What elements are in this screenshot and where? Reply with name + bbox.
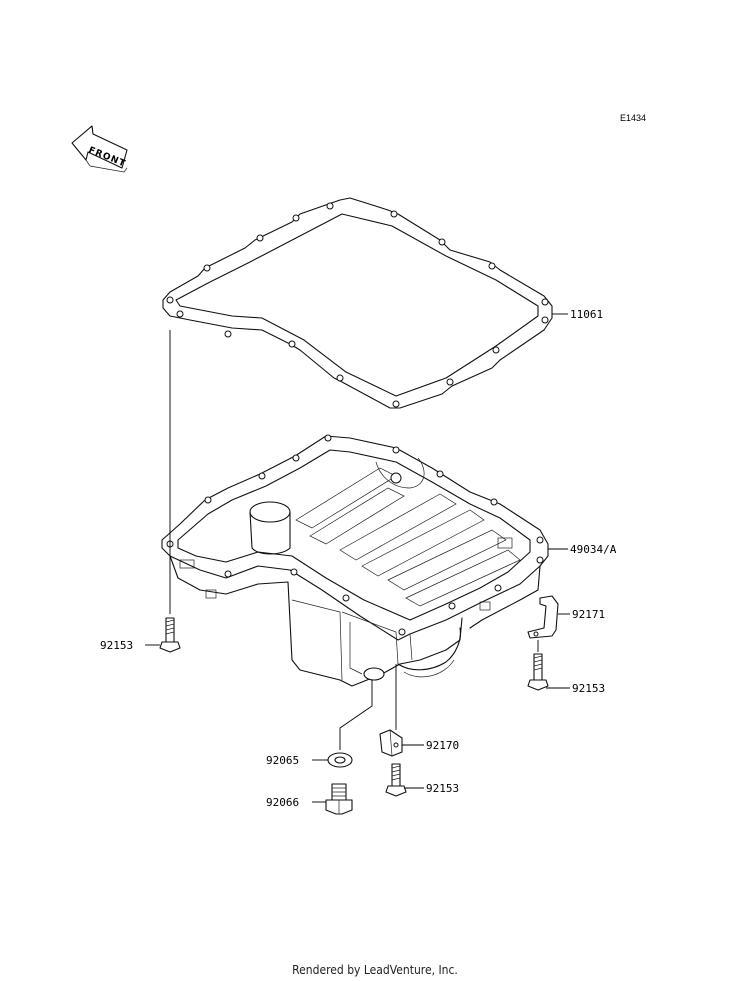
- diagram-code: E1434: [620, 113, 646, 123]
- bolt-right-drawing: [527, 653, 549, 691]
- part-number-92153-bottom[interactable]: 92153: [426, 782, 459, 795]
- part-number-92153-right[interactable]: 92153: [572, 682, 605, 695]
- part-number-92066[interactable]: 92066: [266, 796, 299, 809]
- part-number-49034a[interactable]: 49034/A: [570, 543, 617, 556]
- bracket-right-drawing: [527, 595, 559, 639]
- part-number-92065[interactable]: 92065: [266, 754, 299, 767]
- gasket-drawing: [162, 197, 553, 409]
- bolt-bottom-drawing: [385, 763, 407, 797]
- oil-pan-drawing: [161, 434, 549, 687]
- footer-credit: Rendered by LeadVenture, Inc.: [292, 963, 458, 977]
- part-number-11061[interactable]: 11061: [570, 308, 603, 321]
- drain-plug-drawing: [325, 783, 353, 815]
- washer-drawing: [327, 752, 353, 768]
- front-arrow-icon: FRONT: [71, 125, 128, 173]
- bolt-left-drawing: [159, 617, 181, 653]
- part-number-92170[interactable]: 92170: [426, 739, 459, 752]
- part-number-92153-left[interactable]: 92153: [100, 639, 133, 652]
- bracket-bottom-drawing: [379, 729, 403, 757]
- part-number-92171[interactable]: 92171: [572, 608, 605, 621]
